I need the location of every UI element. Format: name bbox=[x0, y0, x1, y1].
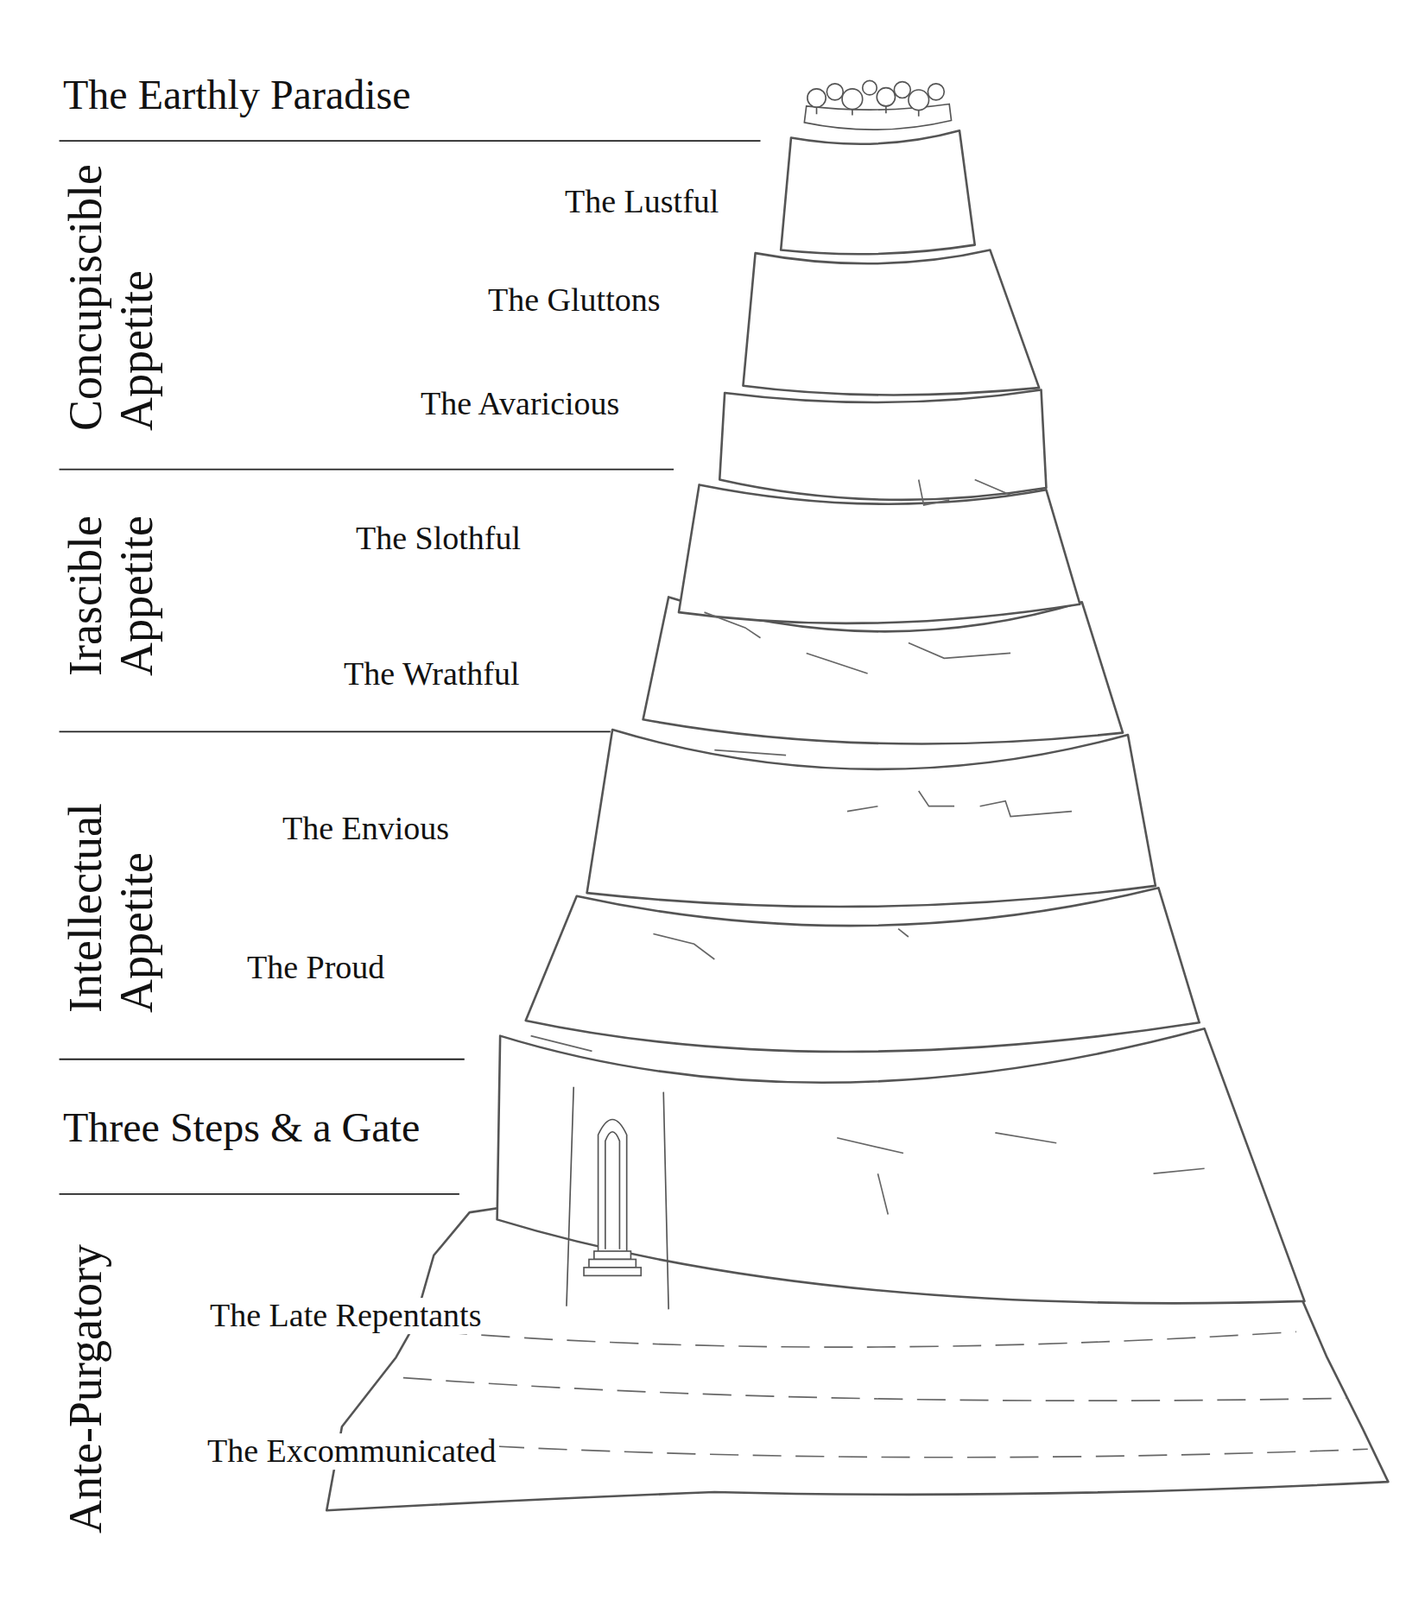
group-label: Concupiscible Appetite bbox=[60, 161, 164, 434]
terrace-label: The Envious bbox=[279, 810, 452, 848]
terrace-label: The Slothful bbox=[353, 520, 524, 558]
rock-strata bbox=[367, 1331, 1368, 1457]
terrace-label: The Excommunicated bbox=[204, 1433, 500, 1470]
section-label: The Earthly Paradise bbox=[60, 72, 414, 119]
rock-cracks bbox=[531, 479, 1205, 1215]
garden-crown bbox=[804, 80, 951, 130]
gate bbox=[566, 1087, 669, 1311]
group-label: Intellectual Appetite bbox=[60, 800, 164, 1016]
terrace-label: The Late Repentants bbox=[207, 1298, 484, 1335]
terrace-label: The Wrathful bbox=[341, 656, 523, 693]
terrace-label: The Gluttons bbox=[485, 282, 663, 319]
mountain bbox=[326, 130, 1388, 1511]
terrace-label: The Lustful bbox=[562, 183, 722, 221]
terrace-label: The Proud bbox=[244, 950, 387, 987]
section-label: Three Steps & a Gate bbox=[60, 1105, 423, 1152]
terrace-label: The Avaricious bbox=[418, 386, 622, 423]
group-label: Ante-Purgatory bbox=[60, 1241, 112, 1537]
group-label: Irascible Appetite bbox=[60, 513, 164, 679]
